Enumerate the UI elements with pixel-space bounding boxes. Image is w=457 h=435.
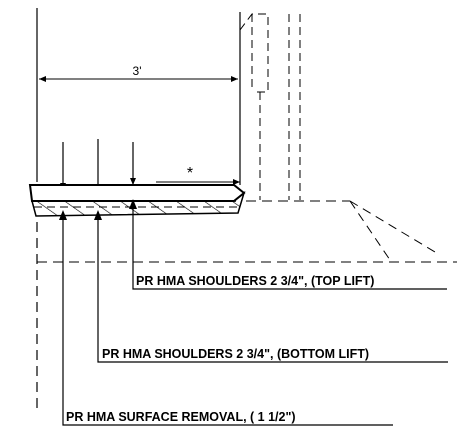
label-top-lift: PR HMA SHOULDERS 2 3/4", (TOP LIFT) (136, 274, 374, 288)
label-bottom-lift: PR HMA SHOULDERS 2 3/4", (BOTTOM LIFT) (102, 347, 369, 361)
leader-lines (62, 205, 448, 426)
dimension-label: 3' (133, 64, 142, 78)
asterisk-mark: * (187, 165, 193, 182)
label-surface-removal: PR HMA SURFACE REMOVAL, ( 1 1/2") (66, 410, 296, 424)
slope-lines (349, 200, 441, 261)
barrier-outline (239, 13, 301, 200)
shoulder-top-lift (28, 184, 246, 202)
